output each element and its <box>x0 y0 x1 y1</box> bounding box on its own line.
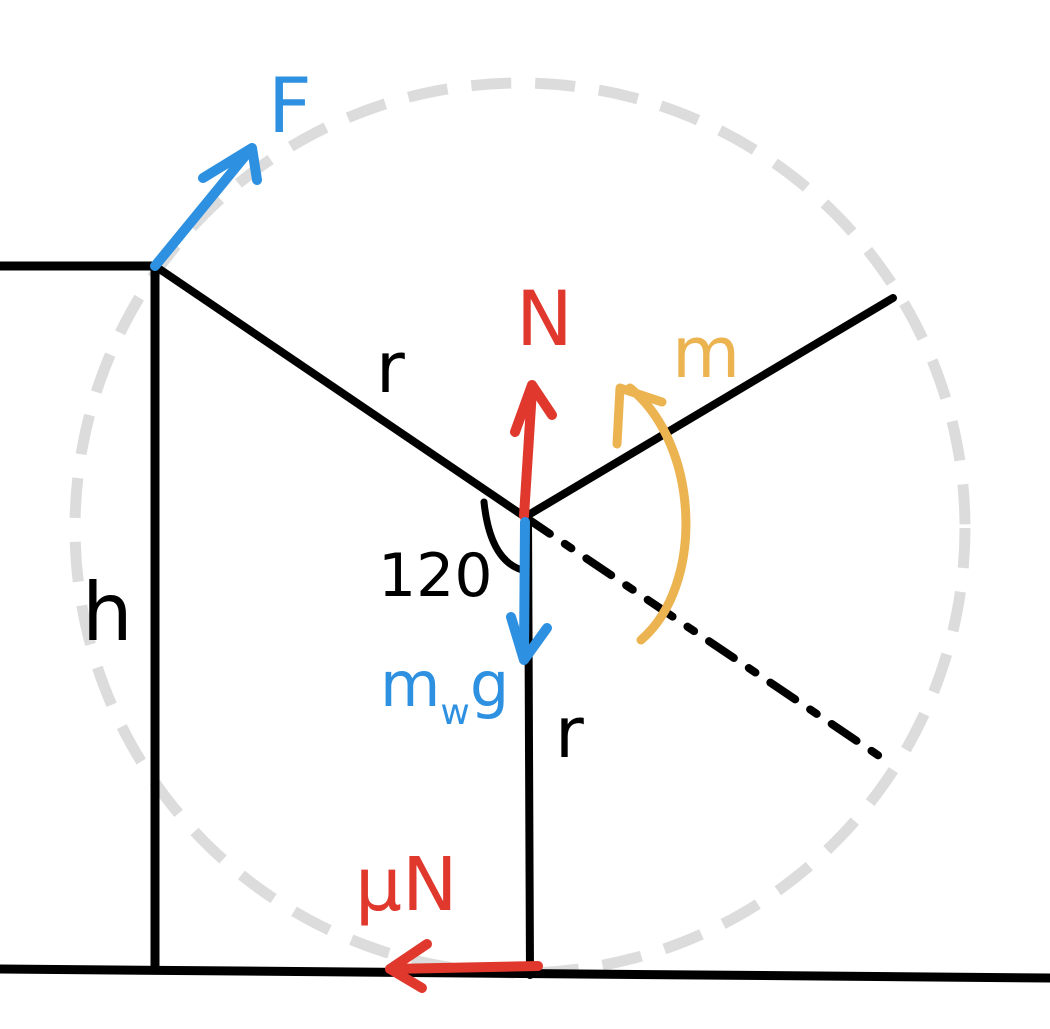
weight-label-tail: g <box>470 648 509 721</box>
rotation-label: m <box>672 312 740 394</box>
weight-label-subscript: w <box>440 692 469 733</box>
dashed-extension-line <box>521 513 892 766</box>
normal-force-n-label: N <box>516 274 573 363</box>
radius-lower-label: r <box>555 692 584 774</box>
angle-label: 120 <box>378 541 493 611</box>
weight-label-main: m <box>380 648 440 721</box>
normal-force-n-arrow <box>510 380 557 521</box>
ground-line <box>0 964 1050 983</box>
friction-arrow <box>385 939 543 993</box>
rotation-arrow <box>612 383 691 645</box>
radius-line-to-step-corner <box>151 262 529 521</box>
spoke-upper-right <box>521 294 897 521</box>
radius-upper-label: r <box>376 327 405 409</box>
weight-arrow <box>506 517 552 665</box>
angle-arc <box>480 498 526 574</box>
force-f-label: F <box>268 61 312 150</box>
friction-label: μN <box>355 842 457 928</box>
height-label: h <box>82 566 133 659</box>
force-f-arrow <box>150 143 262 271</box>
weight-label: mwg <box>380 648 509 733</box>
wheel-outline-circle <box>69 77 971 979</box>
